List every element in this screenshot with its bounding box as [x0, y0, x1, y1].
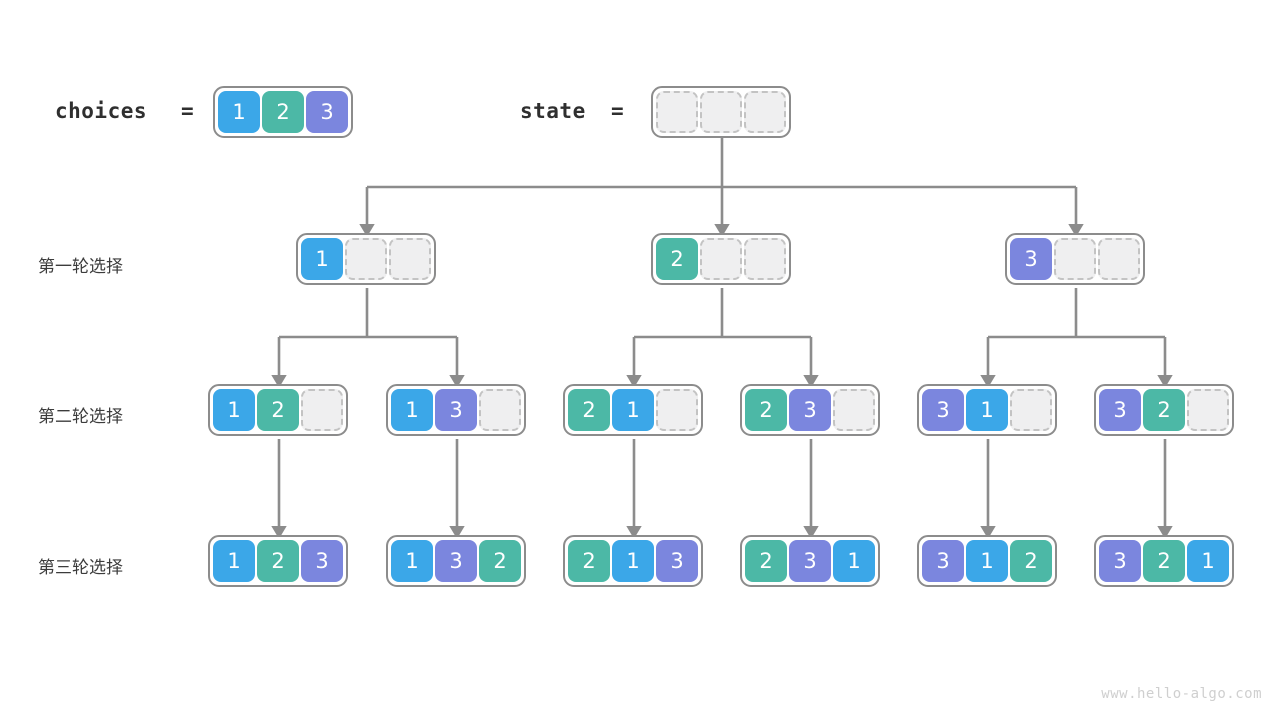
level2-node4-cell-0: 2	[745, 389, 787, 431]
level2-node6-cell-0: 3	[1099, 389, 1141, 431]
choices-label: choices	[55, 99, 148, 123]
level1-node2-cell-2	[744, 238, 786, 280]
choices-equals-sign: =	[181, 99, 194, 123]
state-array	[651, 86, 791, 138]
watermark: www.hello-algo.com	[1101, 686, 1262, 702]
level1-node1-cell-2	[389, 238, 431, 280]
tree-node-level1-3: 3	[1005, 233, 1145, 285]
level1-node2-cell-0: 2	[656, 238, 698, 280]
level1-node2-cell-1	[700, 238, 742, 280]
level3-node4-cell-1: 3	[789, 540, 831, 582]
state-cell-0	[656, 91, 698, 133]
level3-node1-cell-2: 3	[301, 540, 343, 582]
level2-node6-cell-1: 2	[1143, 389, 1185, 431]
level2-node3-cell-1: 1	[612, 389, 654, 431]
level1-node3-cell-1	[1054, 238, 1096, 280]
state-label: state	[520, 99, 586, 123]
level3-node6-cell-2: 1	[1187, 540, 1229, 582]
tree-node-level1-1: 1	[296, 233, 436, 285]
choices-cell-1: 2	[262, 91, 304, 133]
choices-cell-2: 3	[306, 91, 348, 133]
level3-node4-cell-2: 1	[833, 540, 875, 582]
level2-node4-cell-1: 3	[789, 389, 831, 431]
level2-node5-cell-0: 3	[922, 389, 964, 431]
level3-node3-cell-2: 3	[656, 540, 698, 582]
level3-node2-cell-1: 3	[435, 540, 477, 582]
state-cell-1	[700, 91, 742, 133]
tree-node-level1-2: 2	[651, 233, 791, 285]
level3-node1-cell-0: 1	[213, 540, 255, 582]
level1-node3-cell-0: 3	[1010, 238, 1052, 280]
level2-node3-cell-0: 2	[568, 389, 610, 431]
level3-node1-cell-1: 2	[257, 540, 299, 582]
level3-node5-cell-1: 1	[966, 540, 1008, 582]
level3-node2-cell-2: 2	[479, 540, 521, 582]
level3-node3-cell-1: 1	[612, 540, 654, 582]
row-label-round-1: 第一轮选择	[38, 257, 123, 276]
level2-node6-cell-2	[1187, 389, 1229, 431]
level2-node1-cell-1: 2	[257, 389, 299, 431]
level1-node1-cell-0: 1	[301, 238, 343, 280]
level2-node5-cell-2	[1010, 389, 1052, 431]
state-cell-2	[744, 91, 786, 133]
level2-node2-cell-1: 3	[435, 389, 477, 431]
level3-node4-cell-0: 2	[745, 540, 787, 582]
row-label-round-2: 第二轮选择	[38, 407, 123, 426]
level3-node6-cell-1: 2	[1143, 540, 1185, 582]
level3-node2-cell-0: 1	[391, 540, 433, 582]
level2-node2-cell-0: 1	[391, 389, 433, 431]
level1-node3-cell-2	[1098, 238, 1140, 280]
level3-node6-cell-0: 3	[1099, 540, 1141, 582]
row-label-round-3: 第三轮选择	[38, 558, 123, 577]
state-equals-sign: =	[611, 99, 624, 123]
level2-node1-cell-2	[301, 389, 343, 431]
level3-node5-cell-0: 3	[922, 540, 964, 582]
level2-node1-cell-0: 1	[213, 389, 255, 431]
level2-node3-cell-2	[656, 389, 698, 431]
level2-node4-cell-2	[833, 389, 875, 431]
level1-node1-cell-1	[345, 238, 387, 280]
level3-node3-cell-0: 2	[568, 540, 610, 582]
choices-cell-0: 1	[218, 91, 260, 133]
level2-node2-cell-2	[479, 389, 521, 431]
level3-node5-cell-2: 2	[1010, 540, 1052, 582]
level2-node5-cell-1: 1	[966, 389, 1008, 431]
